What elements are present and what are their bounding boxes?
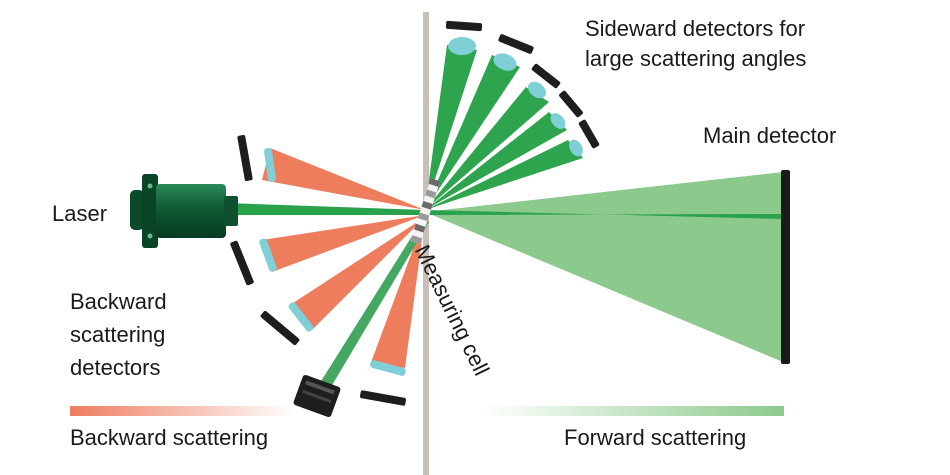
main-detector-plate: [781, 170, 790, 364]
backward-cone-4: [370, 217, 425, 368]
sideward-detector-3: [528, 63, 561, 99]
laser-icon: [130, 174, 238, 248]
lens-icon: [259, 238, 277, 272]
main-detector-cone: [425, 172, 783, 362]
backward-cone-1: [262, 148, 425, 210]
lens-icon: [370, 360, 406, 376]
laser-beam: [225, 203, 783, 219]
backward-cone-3: [290, 217, 425, 330]
sideward-label-line2: large scattering angles: [585, 46, 807, 71]
backward-scattering-label: Backward scattering: [70, 425, 269, 450]
backward-gradient-bar: [70, 406, 295, 416]
sideward-cone-3: [425, 87, 549, 210]
measuring-cell-icon: [410, 178, 441, 244]
sideward-detector-5: [569, 119, 600, 157]
sideward-detector-2: [493, 34, 534, 71]
forward-gradient-bar: [482, 406, 784, 416]
lens-icon: [288, 302, 314, 332]
backward-detector-4: [359, 390, 407, 406]
sideward-label-line1: Sideward detectors for: [585, 16, 806, 41]
backward-detector-3: [260, 310, 300, 346]
lens-icon: [264, 147, 276, 183]
measuring-cell-plane-line: [423, 12, 429, 475]
sideward-cone-1: [425, 45, 477, 210]
backward-detectors-label-line3: detectors: [70, 355, 161, 380]
forward-scattering-label: Forward scattering: [564, 425, 747, 450]
laser-label: Laser: [52, 201, 108, 226]
bottom-detector-icon: [293, 374, 341, 418]
main-detector-label: Main detector: [703, 123, 837, 148]
sideward-cone-2: [425, 55, 520, 210]
beam-to-bottom-detector: [318, 217, 429, 392]
backward-cone-2: [262, 215, 425, 272]
sideward-detector-1: [445, 20, 483, 55]
sideward-cone-5: [425, 140, 583, 210]
sideward-cone-4: [425, 112, 567, 210]
backward-detectors-label-line2: scattering: [70, 322, 166, 347]
backward-detectors-label-line1: Backward: [70, 289, 167, 314]
backward-detector-1: [237, 134, 253, 182]
sideward-detector-4: [550, 90, 583, 129]
backward-detector-2: [230, 240, 254, 286]
